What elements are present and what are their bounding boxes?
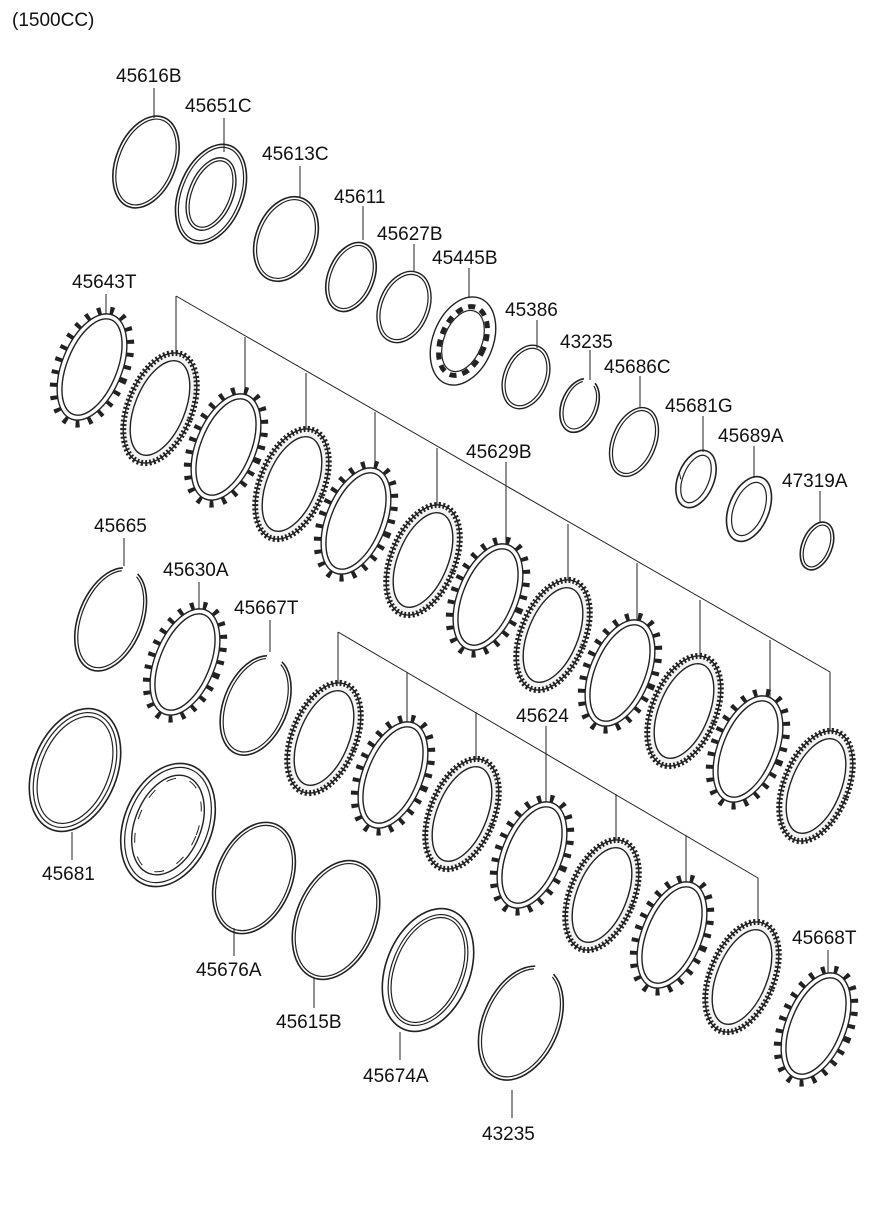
snap-ring-icon bbox=[73, 567, 148, 672]
plate-45630A[interactable]: 45630A bbox=[131, 560, 239, 730]
bushing-45689A[interactable]: 45689A bbox=[718, 426, 784, 548]
plate-45643T[interactable]: 45643T bbox=[38, 272, 146, 435]
retainer-unlabeled[interactable] bbox=[103, 749, 233, 901]
part-label: 47319A bbox=[782, 471, 848, 492]
ring-45627B[interactable]: 45627B bbox=[367, 224, 443, 351]
ring-45676A[interactable]: 45676A bbox=[196, 810, 311, 981]
bushing-icon bbox=[725, 475, 773, 543]
part-label: 43235 bbox=[560, 332, 613, 353]
ring-47319A[interactable]: 47319A bbox=[782, 471, 848, 575]
snap-ring-icon bbox=[559, 377, 601, 434]
ring-icon bbox=[252, 195, 320, 283]
retainer-45651C[interactable]: 45651C bbox=[162, 96, 260, 254]
part-label: 45629B bbox=[466, 442, 532, 463]
sleeve-45681G[interactable]: 45681G bbox=[665, 396, 733, 514]
part-label: 45386 bbox=[505, 300, 558, 321]
friction-disc-icon bbox=[691, 911, 794, 1043]
retainer-icon bbox=[174, 143, 248, 245]
part-label: 45689A bbox=[718, 426, 784, 447]
part-label: 45667T bbox=[234, 598, 299, 619]
sleeve-icon bbox=[675, 449, 717, 509]
ring-icon bbox=[291, 859, 381, 981]
retainer-icon bbox=[119, 762, 217, 888]
plate-45445B[interactable]: 45445B bbox=[418, 248, 508, 395]
clutch-pack-upper-leaders bbox=[175, 295, 831, 740]
part-label: 45681G bbox=[665, 396, 733, 417]
seal-45613C[interactable]: 45613C bbox=[242, 144, 331, 291]
clutch-pack-lower[interactable] bbox=[273, 672, 794, 1043]
part-label: 45613C bbox=[262, 144, 329, 165]
ring-45386[interactable]: 45386 bbox=[493, 300, 559, 416]
snap-ring-45616B[interactable]: 45616B bbox=[100, 66, 192, 218]
snap-ring-icon bbox=[477, 965, 565, 1081]
part-label: 45616B bbox=[116, 66, 182, 87]
part-label: 45651C bbox=[185, 96, 252, 117]
plate-45668T[interactable]: 45668T bbox=[762, 928, 870, 1094]
part-label: 45681 bbox=[42, 864, 95, 885]
part-label: 45668T bbox=[792, 928, 857, 949]
ring-45611[interactable]: 45611 bbox=[316, 187, 386, 319]
part-label: 43235 bbox=[482, 1124, 535, 1145]
part-label: 45686C bbox=[604, 357, 671, 378]
ring-icon bbox=[211, 821, 297, 935]
part-label: 45624 bbox=[516, 706, 569, 727]
part-label: 45643T bbox=[72, 272, 137, 293]
ring-45615B[interactable]: 45615B bbox=[276, 848, 397, 1033]
snap-ring-43235-top[interactable]: 43235 bbox=[552, 332, 613, 438]
part-label: 45676A bbox=[196, 960, 262, 981]
drum-icon bbox=[28, 707, 122, 833]
steel-plate-icon bbox=[131, 594, 239, 731]
part-label: 45665 bbox=[94, 516, 147, 537]
ring-icon bbox=[376, 270, 432, 344]
snap-ring-43235-bottom[interactable]: 43235 bbox=[462, 955, 579, 1145]
part-label: 45630A bbox=[163, 560, 229, 581]
snap-ring-45667T[interactable]: 45667T bbox=[206, 598, 304, 766]
ring-45686C[interactable]: 45686C bbox=[600, 357, 671, 484]
plate-icon bbox=[429, 296, 497, 386]
snap-ring-icon bbox=[219, 654, 292, 756]
ring-icon bbox=[501, 344, 551, 410]
part-label: 45445B bbox=[432, 248, 498, 269]
part-label: 45627B bbox=[377, 224, 443, 245]
steel-plate-icon bbox=[762, 958, 870, 1095]
snap-ring-icon bbox=[112, 115, 180, 209]
drum-icon bbox=[381, 907, 475, 1033]
part-label: 45674A bbox=[363, 1066, 429, 1087]
ring-icon bbox=[324, 241, 378, 313]
snap-ring-45665[interactable]: 45665 bbox=[61, 516, 160, 681]
part-label: 45615B bbox=[276, 1012, 342, 1033]
variant-label: (1500CC) bbox=[12, 10, 94, 31]
drum-45674A[interactable]: 45674A bbox=[363, 895, 491, 1087]
ring-icon bbox=[608, 406, 660, 478]
drum-45681[interactable]: 45681 bbox=[12, 695, 138, 885]
ring-icon bbox=[799, 521, 835, 571]
part-label: 45611 bbox=[334, 187, 385, 208]
